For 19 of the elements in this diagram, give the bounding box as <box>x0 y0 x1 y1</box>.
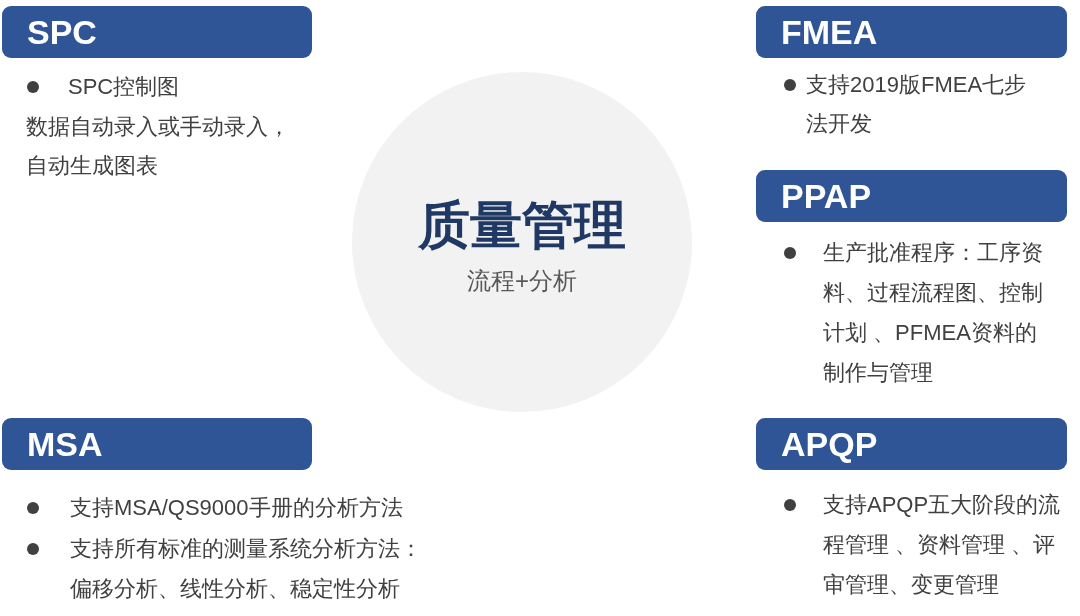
heading: MSA <box>27 427 103 461</box>
bullet-text: SPC控制图 <box>68 73 181 101</box>
circle-subtitle: 流程+分析 <box>467 269 577 293</box>
header-bar <box>756 6 1067 58</box>
heading: PPAP <box>781 179 872 213</box>
header-bar <box>2 418 312 470</box>
bullet-text: 生产批准程序：工序资料、过程流程图、控制计划 、PFMEA资料的制作与管理 <box>823 239 1044 387</box>
body-text: 数据自动录入或手动录入，自动生成图表 <box>26 113 291 180</box>
heading: SPC <box>27 15 97 49</box>
bullet-text: 支持APQP五大阶段的流程管理 、资料管理 、评审管理、变更管理 <box>823 491 1062 599</box>
circle-title: 质量管理 <box>418 199 626 251</box>
bullet-text: 支持MSA/QS9000手册的分析方法 <box>70 494 404 522</box>
heading: APQP <box>781 427 878 461</box>
heading: FMEA <box>781 15 878 49</box>
bullet-text: 支持所有标准的测量系统分析方法：偏移分析、线性分析、稳定性分析 <box>70 535 423 603</box>
header-bar <box>756 418 1067 470</box>
bullet-text: 支持2019版FMEA七步法开发 <box>806 71 1028 138</box>
header-bar <box>756 170 1067 222</box>
header-bar <box>2 6 312 58</box>
